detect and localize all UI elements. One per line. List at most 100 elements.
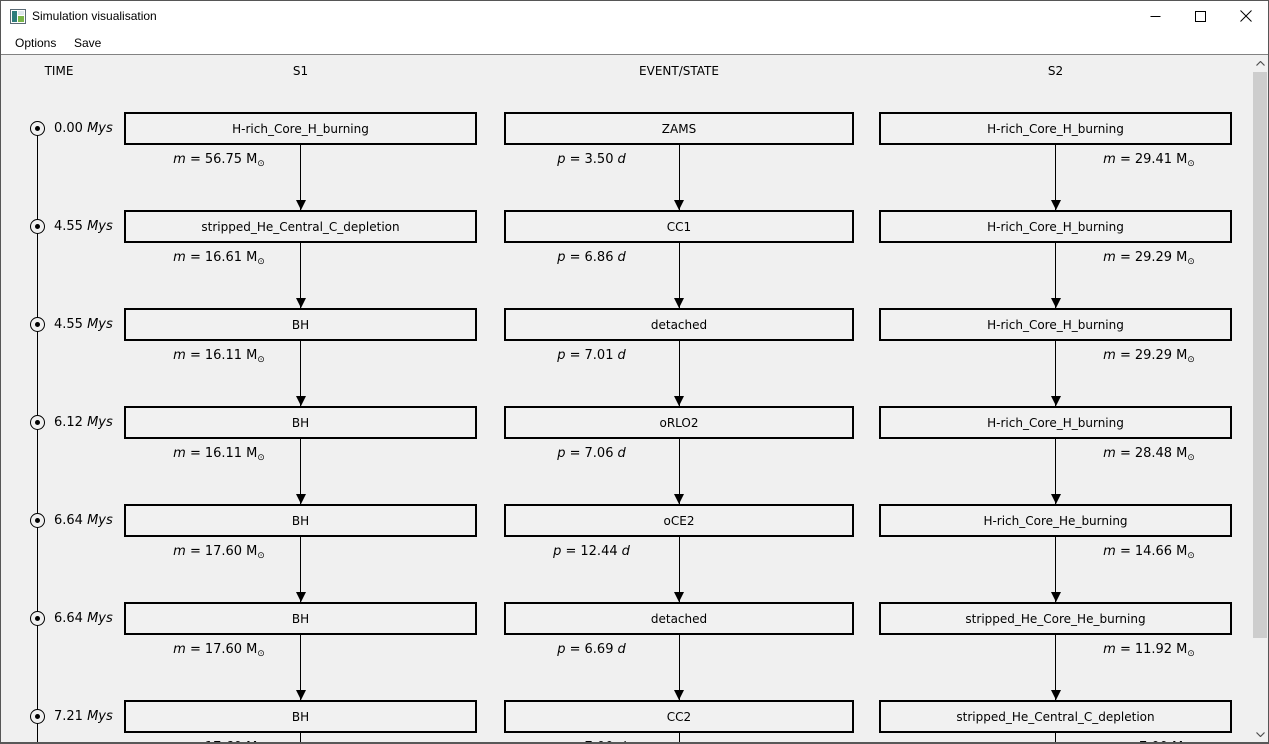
s2-state-box[interactable]: H-rich_Core_He_burning <box>879 504 1232 537</box>
arrow-down-icon <box>295 439 306 504</box>
radio-dot-icon <box>35 420 40 425</box>
s2-state-box[interactable]: H-rich_Core_H_burning <box>879 406 1232 439</box>
title-bar: Simulation visualisation <box>1 1 1268 32</box>
menu-options[interactable]: Options <box>15 36 57 50</box>
scroll-down-button[interactable] <box>1252 726 1268 742</box>
time-value: 4.55 <box>54 317 83 332</box>
s2-state-box[interactable]: H-rich_Core_H_burning <box>879 112 1232 145</box>
app-icon <box>10 9 26 24</box>
time-marker-radio[interactable] <box>30 611 45 626</box>
time-value: 7.21 <box>54 709 83 724</box>
event-state-box[interactable]: oCE2 <box>504 504 854 537</box>
s2-state-box[interactable]: stripped_He_Core_He_burning <box>879 602 1232 635</box>
time-unit: Mys <box>87 709 113 724</box>
column-header-s1: S1 <box>292 64 309 78</box>
scroll-up-button[interactable] <box>1252 55 1268 72</box>
time-marker-radio[interactable] <box>30 219 45 234</box>
time-unit: Mys <box>87 121 113 136</box>
s2-state-box[interactable]: H-rich_Core_H_burning <box>879 210 1232 243</box>
menu-bar: Options Save <box>2 32 1267 54</box>
time-unit: Mys <box>87 317 113 332</box>
column-header-time: TIME <box>44 64 74 78</box>
time-marker-radio[interactable] <box>30 513 45 528</box>
time-marker-radio[interactable] <box>30 415 45 430</box>
time-marker-radio[interactable] <box>30 317 45 332</box>
arrow-down-icon <box>1050 635 1061 700</box>
arrow-down-icon <box>1050 341 1061 406</box>
time-value: 6.64 <box>54 513 83 528</box>
event-state-box[interactable]: CC2 <box>504 700 854 733</box>
time-marker-radio[interactable] <box>30 709 45 724</box>
time-label: 4.55 Mys <box>54 219 113 234</box>
time-label: 4.55 Mys <box>54 317 113 332</box>
s1-state-box[interactable]: BH <box>124 308 477 341</box>
s1-state-box[interactable]: BH <box>124 700 477 733</box>
time-unit: Mys <box>87 415 113 430</box>
maximize-button[interactable] <box>1178 1 1223 31</box>
minimize-button[interactable] <box>1133 1 1178 31</box>
simulation-row: 7.21 Mys BH m =17.60M⊙ CC2 p =7.00d stri… <box>1 700 1253 742</box>
chevron-up-icon <box>1255 61 1265 66</box>
s1-state-box[interactable]: BH <box>124 406 477 439</box>
event-cell: CC2 p =7.00d <box>504 700 854 742</box>
arrow-down-icon <box>674 341 684 406</box>
time-label: 0.00 Mys <box>54 121 113 136</box>
s2-state-box[interactable]: stripped_He_Central_C_depletion <box>879 700 1232 733</box>
time-label: 6.64 Mys <box>54 611 113 626</box>
time-marker-radio[interactable] <box>30 121 45 136</box>
minimize-icon <box>1150 15 1161 17</box>
s1-cell: BH m =17.60M⊙ <box>124 700 477 742</box>
arrow-down-icon <box>674 537 684 602</box>
simulation-canvas: TIME S1 EVENT/STATE S2 0.00 Mys H-rich_C… <box>1 54 1268 742</box>
event-state-box[interactable]: detached <box>504 602 854 635</box>
vertical-scrollbar[interactable] <box>1252 55 1268 742</box>
radio-dot-icon <box>35 322 40 327</box>
event-state-box[interactable]: CC1 <box>504 210 854 243</box>
scrollbar-thumb[interactable] <box>1253 72 1267 638</box>
close-button[interactable] <box>1223 1 1268 31</box>
s2-state-box[interactable]: H-rich_Core_H_burning <box>879 308 1232 341</box>
menu-save[interactable]: Save <box>74 36 102 50</box>
arrow-down-icon <box>295 537 306 602</box>
event-state-box[interactable]: oRLO2 <box>504 406 854 439</box>
arrow-down-icon <box>674 635 684 700</box>
s1-state-box[interactable]: H-rich_Core_H_burning <box>124 112 477 145</box>
s2-cell: stripped_He_Central_C_depletion m =7.00M… <box>879 700 1232 742</box>
radio-dot-icon <box>35 616 40 621</box>
s1-mass-annotation: m =17.60M⊙ <box>144 740 294 742</box>
time-unit: Mys <box>87 513 113 528</box>
event-state-box[interactable]: ZAMS <box>504 112 854 145</box>
period-annotation: p =7.00d <box>519 740 664 742</box>
s1-state-box[interactable]: BH <box>124 504 477 537</box>
event-state-box[interactable]: detached <box>504 308 854 341</box>
time-unit: Mys <box>87 219 113 234</box>
s1-state-box[interactable]: BH <box>124 602 477 635</box>
s1-state-box[interactable]: stripped_He_Central_C_depletion <box>124 210 477 243</box>
